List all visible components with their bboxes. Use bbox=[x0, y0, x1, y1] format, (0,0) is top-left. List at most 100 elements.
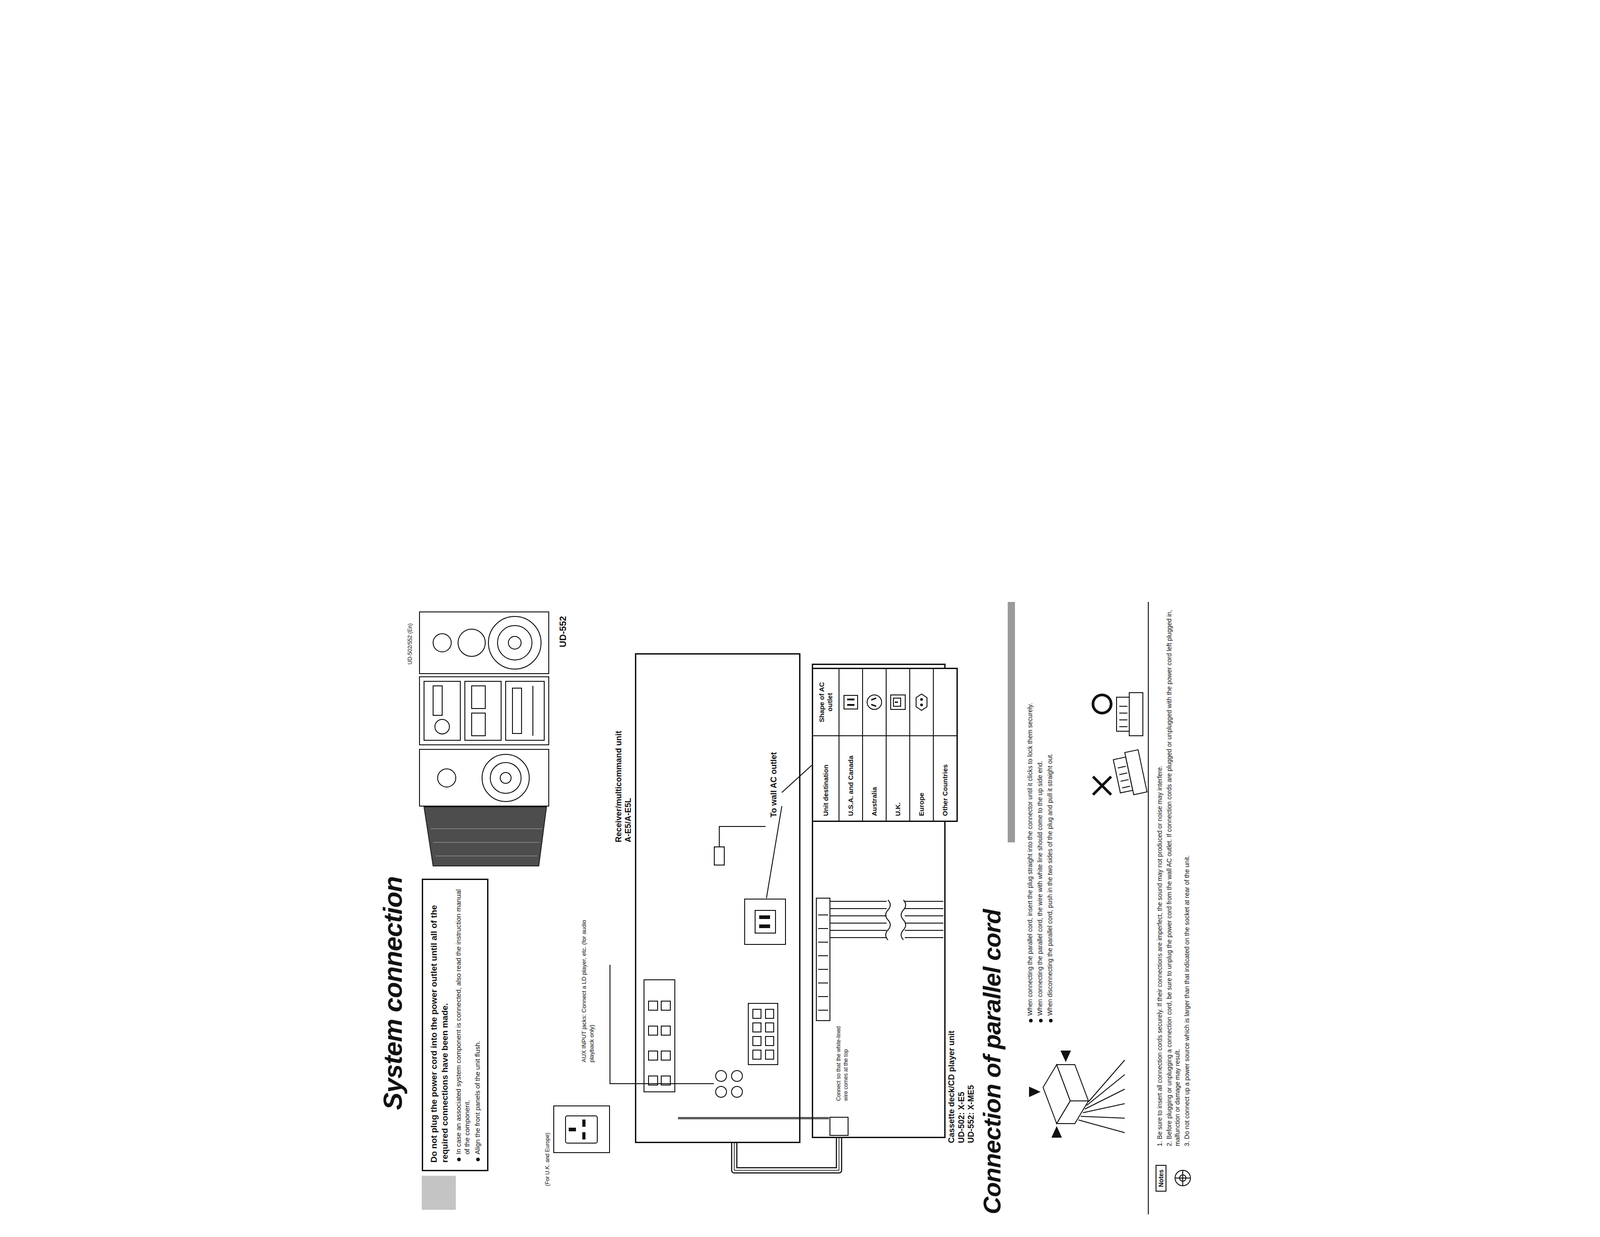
page-title: System connection bbox=[378, 876, 408, 1110]
drawing-part bbox=[500, 772, 512, 784]
drawing-part bbox=[752, 1036, 761, 1046]
warning-heading: Do not plug the power cord into the powe… bbox=[428, 887, 451, 1163]
unit-name: Receiver/multicommand unit bbox=[614, 730, 625, 843]
table-cell: U.K. bbox=[886, 735, 910, 821]
outlet-icon-cell bbox=[909, 668, 934, 736]
drawing-part bbox=[1092, 694, 1112, 713]
drawing-part bbox=[781, 765, 812, 793]
warning-box: Do not plug the power cord into the powe… bbox=[421, 878, 489, 1171]
bullet-text: When disconnecting the parallel cord, pu… bbox=[1045, 601, 1054, 1016]
outlet-icon-cell bbox=[862, 668, 887, 736]
unit-name: Cassette deck/CD player unit bbox=[946, 1030, 957, 1143]
drawing-part bbox=[818, 968, 829, 970]
drawing-part bbox=[1175, 1170, 1191, 1186]
label-wrap: Connect so that the white-lined wire com… bbox=[835, 1025, 850, 1101]
drawing-part bbox=[1080, 1116, 1125, 1118]
drawing-part bbox=[433, 841, 540, 843]
drawing-part bbox=[609, 964, 714, 1084]
label-wrap: 1. Be sure to insert all connection cord… bbox=[1155, 601, 1164, 1147]
drawing-part bbox=[1092, 776, 1112, 795]
drawing-part bbox=[419, 676, 549, 745]
drawing-part bbox=[829, 922, 887, 924]
label-wrap: 3. Do not connect up a power source whic… bbox=[1182, 601, 1191, 1147]
drawing-part bbox=[433, 633, 452, 652]
drawing-part bbox=[759, 924, 770, 928]
drawing-part bbox=[920, 697, 923, 701]
drawing-part bbox=[661, 1025, 671, 1035]
drawing-part bbox=[841, 688, 860, 716]
callout-text: To wall AC outlet bbox=[768, 751, 780, 818]
drawing-part bbox=[464, 681, 502, 741]
drawing-part bbox=[1007, 601, 1015, 843]
unit-name: UD-552: X-ME5 bbox=[966, 1030, 977, 1143]
table-cell: Europe bbox=[909, 735, 934, 821]
drawing-part bbox=[818, 941, 829, 943]
drawing-part bbox=[818, 1009, 829, 1011]
drawing-part bbox=[912, 688, 931, 716]
drawing-part bbox=[643, 979, 675, 1092]
drawing-part bbox=[512, 687, 522, 734]
drawing-part bbox=[421, 1175, 456, 1210]
drawing-part bbox=[816, 897, 830, 1021]
drawing-part bbox=[1029, 1087, 1040, 1097]
drawing-part bbox=[1129, 692, 1143, 736]
drawing-part bbox=[818, 982, 829, 984]
drawing-part bbox=[916, 693, 927, 711]
drawing-part bbox=[1086, 1074, 1125, 1106]
drawing-part bbox=[678, 1117, 830, 1120]
unit-name: UD-502: X-E5 bbox=[956, 1030, 967, 1143]
drawing-part bbox=[766, 805, 782, 898]
drawing-part bbox=[458, 629, 486, 657]
drawing-part bbox=[901, 899, 906, 940]
notes-tag-text: Notes bbox=[1156, 1169, 1166, 1187]
drawing-part bbox=[508, 636, 522, 649]
note-text: 3. Do not connect up a power source whic… bbox=[1182, 601, 1191, 1147]
drawing-part bbox=[865, 688, 884, 716]
label-wrap: When disconnecting the parallel cord, pu… bbox=[1045, 601, 1054, 1024]
drawing-part bbox=[904, 907, 944, 909]
drawing-part bbox=[1082, 1103, 1125, 1113]
drawing-part bbox=[1117, 765, 1127, 768]
drawing-part bbox=[714, 846, 725, 865]
table-cell: Other Countries bbox=[933, 735, 957, 821]
drawing-part bbox=[582, 1131, 586, 1140]
drawing-part bbox=[532, 685, 534, 736]
receiver-unit: Receiver/multicommand unitA-E5/A-E5L bbox=[634, 653, 801, 1143]
drawing-part bbox=[847, 698, 855, 701]
drawing-part bbox=[748, 1003, 778, 1065]
drawing-part bbox=[1116, 697, 1130, 732]
drawing-part bbox=[888, 688, 908, 716]
drawing-part bbox=[904, 915, 944, 917]
drawing-part bbox=[818, 955, 829, 957]
table-header: Shape of AC outlet bbox=[812, 668, 840, 736]
drawing-part bbox=[1092, 776, 1112, 795]
drawing-part bbox=[829, 929, 887, 931]
note-text: 1. Be sure to insert all connection cord… bbox=[1155, 601, 1164, 1147]
drawing-part bbox=[715, 1070, 727, 1082]
drawing-part bbox=[867, 694, 882, 710]
drawing-part bbox=[488, 616, 542, 669]
drawing-part bbox=[419, 611, 549, 674]
drawing-part bbox=[752, 1049, 761, 1059]
drawing-part bbox=[818, 927, 829, 929]
drawing-part bbox=[765, 1036, 774, 1046]
section-heading: Connection of parallel cord bbox=[978, 909, 1006, 1215]
drawing-part bbox=[1052, 1126, 1062, 1137]
model-label: UD-502/552 (En) bbox=[406, 623, 415, 665]
drawing-part bbox=[565, 1115, 598, 1143]
drawing-part bbox=[424, 681, 461, 741]
drawing-part bbox=[1124, 749, 1147, 795]
outlet-icon-cell bbox=[933, 668, 957, 736]
notes-tag: Notes bbox=[1155, 1164, 1167, 1192]
outlet-table: Unit destinationShape of AC outletU.S.A.… bbox=[811, 667, 958, 822]
drawing-part bbox=[1147, 601, 1149, 1215]
outlet-icon-cell bbox=[886, 668, 910, 736]
drawing-part bbox=[871, 697, 877, 700]
bullet-dot bbox=[457, 1157, 461, 1161]
drawing-part bbox=[471, 685, 486, 709]
drawing-part bbox=[1119, 772, 1128, 775]
drawing-part bbox=[829, 936, 887, 938]
callout-text: AUX INPUT jacks: Connect a LD player, et… bbox=[580, 912, 596, 1063]
drawing-part bbox=[437, 768, 456, 787]
